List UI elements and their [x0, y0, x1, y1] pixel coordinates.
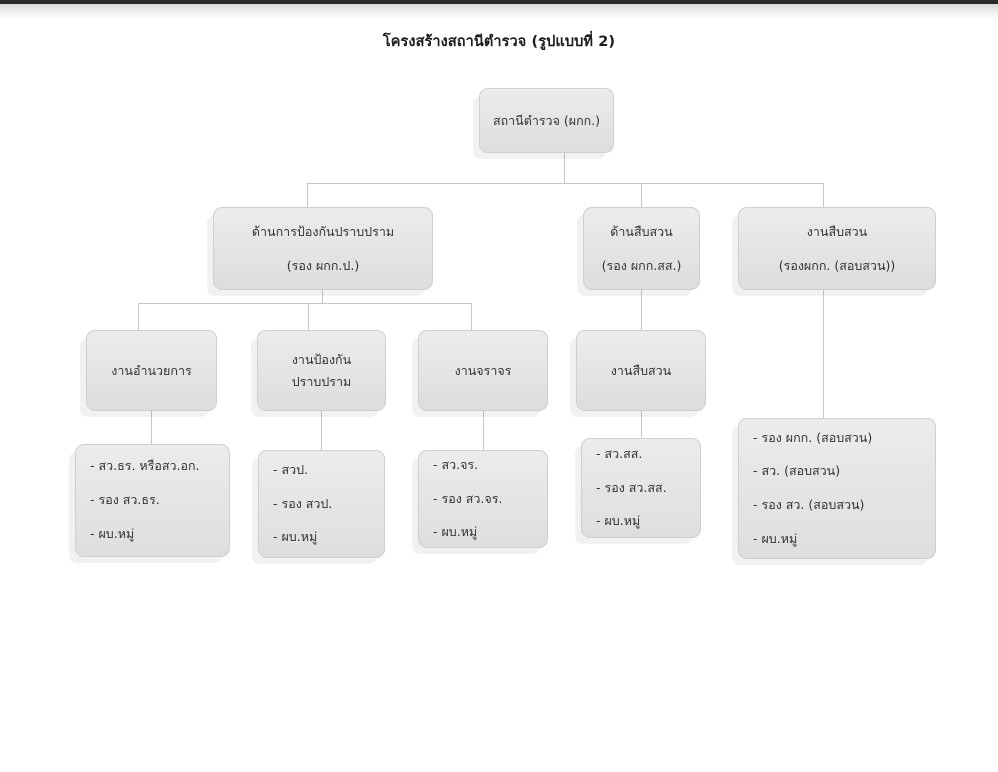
node-sublabel: (รอง ผกก.ป.) [286, 257, 360, 273]
leaf-administration-positions[interactable]: - สว.ธร. หรือสว.อก. - รอง สว.ธร. - ผบ.หม… [75, 444, 230, 557]
connector-leaf-drop-2 [321, 411, 322, 450]
node-label: งานป้องกัน [291, 352, 352, 368]
leaf-traffic-positions[interactable]: - สว.จร. - รอง สว.จร. - ผบ.หมู่ [418, 450, 548, 548]
node-label: สถานีตำรวจ (ผกก.) [492, 112, 601, 128]
connector-prevention-down [322, 290, 323, 303]
node-label: ด้านการป้องกันปราบปราม [251, 224, 395, 240]
list-item: - ผบ.หมู่ [596, 513, 641, 529]
connector-level3-drop-3 [471, 303, 472, 330]
list-item: - รอง สว.ธร. [90, 492, 160, 508]
list-item: - ผบ.หมู่ [90, 525, 135, 541]
connector-level2-drop-2 [641, 183, 642, 207]
list-item: - สว.สส. [596, 445, 643, 461]
connector-investigation-down [641, 290, 642, 330]
connector-level3-bus [138, 303, 471, 304]
connector-leaf-drop-4 [641, 411, 642, 438]
list-item: - สว.ธร. หรือสว.อก. [90, 458, 200, 474]
node-sublabel: (รองผกก. (สอบสวน)) [778, 257, 896, 273]
leaf-investigation-positions[interactable]: - สว.สส. - รอง สว.สส. - ผบ.หมู่ [581, 438, 701, 538]
connector-leaf-drop-3 [483, 411, 484, 450]
list-item: - ผบ.หมู่ [753, 530, 798, 546]
connector-level2-drop-3 [823, 183, 824, 207]
node-label: งานสืบสวน [610, 362, 672, 378]
connector-level3-drop-1 [138, 303, 139, 330]
window-top-bar [0, 0, 998, 4]
list-item: - ผบ.หมู่ [433, 524, 478, 540]
connector-leaf-drop-1 [151, 411, 152, 444]
list-item: - รอง ผกก. (สอบสวน) [753, 429, 873, 445]
node-label: งานอำนวยการ [111, 362, 192, 378]
node-traffic-work[interactable]: งานจราจร [418, 330, 548, 411]
node-label: งานสืบสวน [806, 224, 868, 240]
node-inquiry-division[interactable]: งานสืบสวน (รองผกก. (สอบสวน)) [738, 207, 936, 290]
node-police-station-root[interactable]: สถานีตำรวจ (ผกก.) [479, 88, 614, 153]
connector-inquiry-down [823, 290, 824, 418]
node-label: งานจราจร [454, 362, 512, 378]
connector-level3-drop-2 [308, 303, 309, 330]
list-item: - รอง สว.สส. [596, 479, 667, 495]
connector-root-down [564, 153, 565, 183]
list-item: - รอง สวป. [273, 495, 333, 511]
node-label: ด้านสืบสวน [610, 224, 673, 240]
node-administration-work[interactable]: งานอำนวยการ [86, 330, 217, 411]
node-prevention-division[interactable]: ด้านการป้องกันปราบปราม (รอง ผกก.ป.) [213, 207, 433, 290]
list-item: - รอง สว. (สอบสวน) [753, 497, 865, 512]
window-top-gradient [0, 4, 998, 20]
connector-level2-drop-1 [307, 183, 308, 207]
page-title: โครงสร้างสถานีตำรวจ (รูปแบบที่ 2) [382, 34, 616, 50]
list-item: - สว. (สอบสวน) [753, 463, 841, 479]
connector-level2-bus [307, 183, 824, 184]
list-item: - ผบ.หมู่ [273, 529, 318, 545]
node-sublabel: (รอง ผกก.สส.) [601, 257, 682, 273]
node-sublabel: ปราบปราม [291, 373, 352, 389]
leaf-inquiry-positions[interactable]: - รอง ผกก. (สอบสวน) - สว. (สอบสวน) - รอง… [738, 418, 936, 559]
node-investigation-division[interactable]: ด้านสืบสวน (รอง ผกก.สส.) [583, 207, 700, 290]
node-prevention-work[interactable]: งานป้องกัน ปราบปราม [257, 330, 386, 411]
list-item: - สว.จร. [433, 456, 479, 472]
node-investigation-work[interactable]: งานสืบสวน [576, 330, 706, 411]
leaf-prevention-positions[interactable]: - สวป. - รอง สวป. - ผบ.หมู่ [258, 450, 385, 558]
list-item: - รอง สว.จร. [433, 490, 503, 506]
list-item: - สวป. [273, 461, 309, 477]
